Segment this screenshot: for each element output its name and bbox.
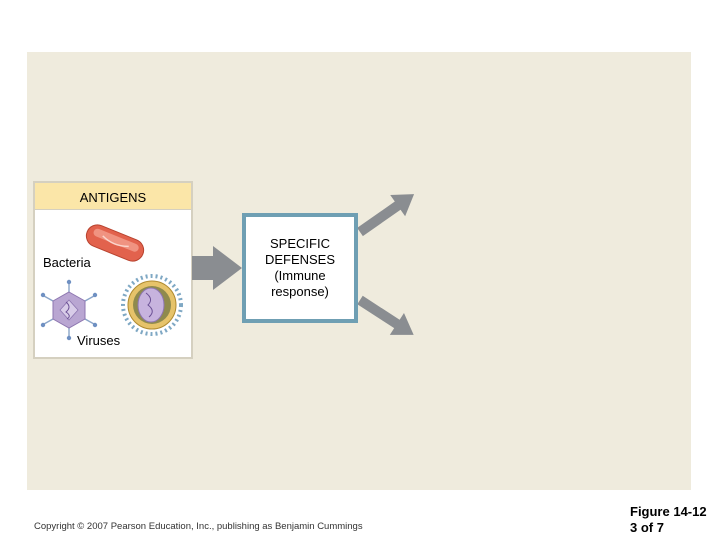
virus-icon <box>40 279 98 341</box>
viruses-label: Viruses <box>77 333 121 348</box>
specific-defenses-box: SPECIFIC DEFENSES (Immune response) <box>242 213 358 323</box>
figure-page: 3 of 7 <box>630 520 664 535</box>
figure-caption: Figure 14-12 3 of 7 <box>630 504 707 536</box>
specific-defenses-label: SPECIFIC DEFENSES (Immune response) <box>264 236 336 299</box>
antigens-title: ANTIGENS <box>35 183 191 210</box>
bacteria-label: Bacteria <box>43 255 91 270</box>
bacterium-icon <box>85 224 145 262</box>
copyright-notice: Copyright © 2007 Pearson Education, Inc.… <box>34 521 363 532</box>
antigen-illustrations <box>40 224 183 341</box>
antigens-box: ANTIGENS <box>33 181 193 359</box>
enveloped-virus-icon <box>121 274 183 336</box>
figure-number: Figure 14-12 <box>630 504 707 519</box>
